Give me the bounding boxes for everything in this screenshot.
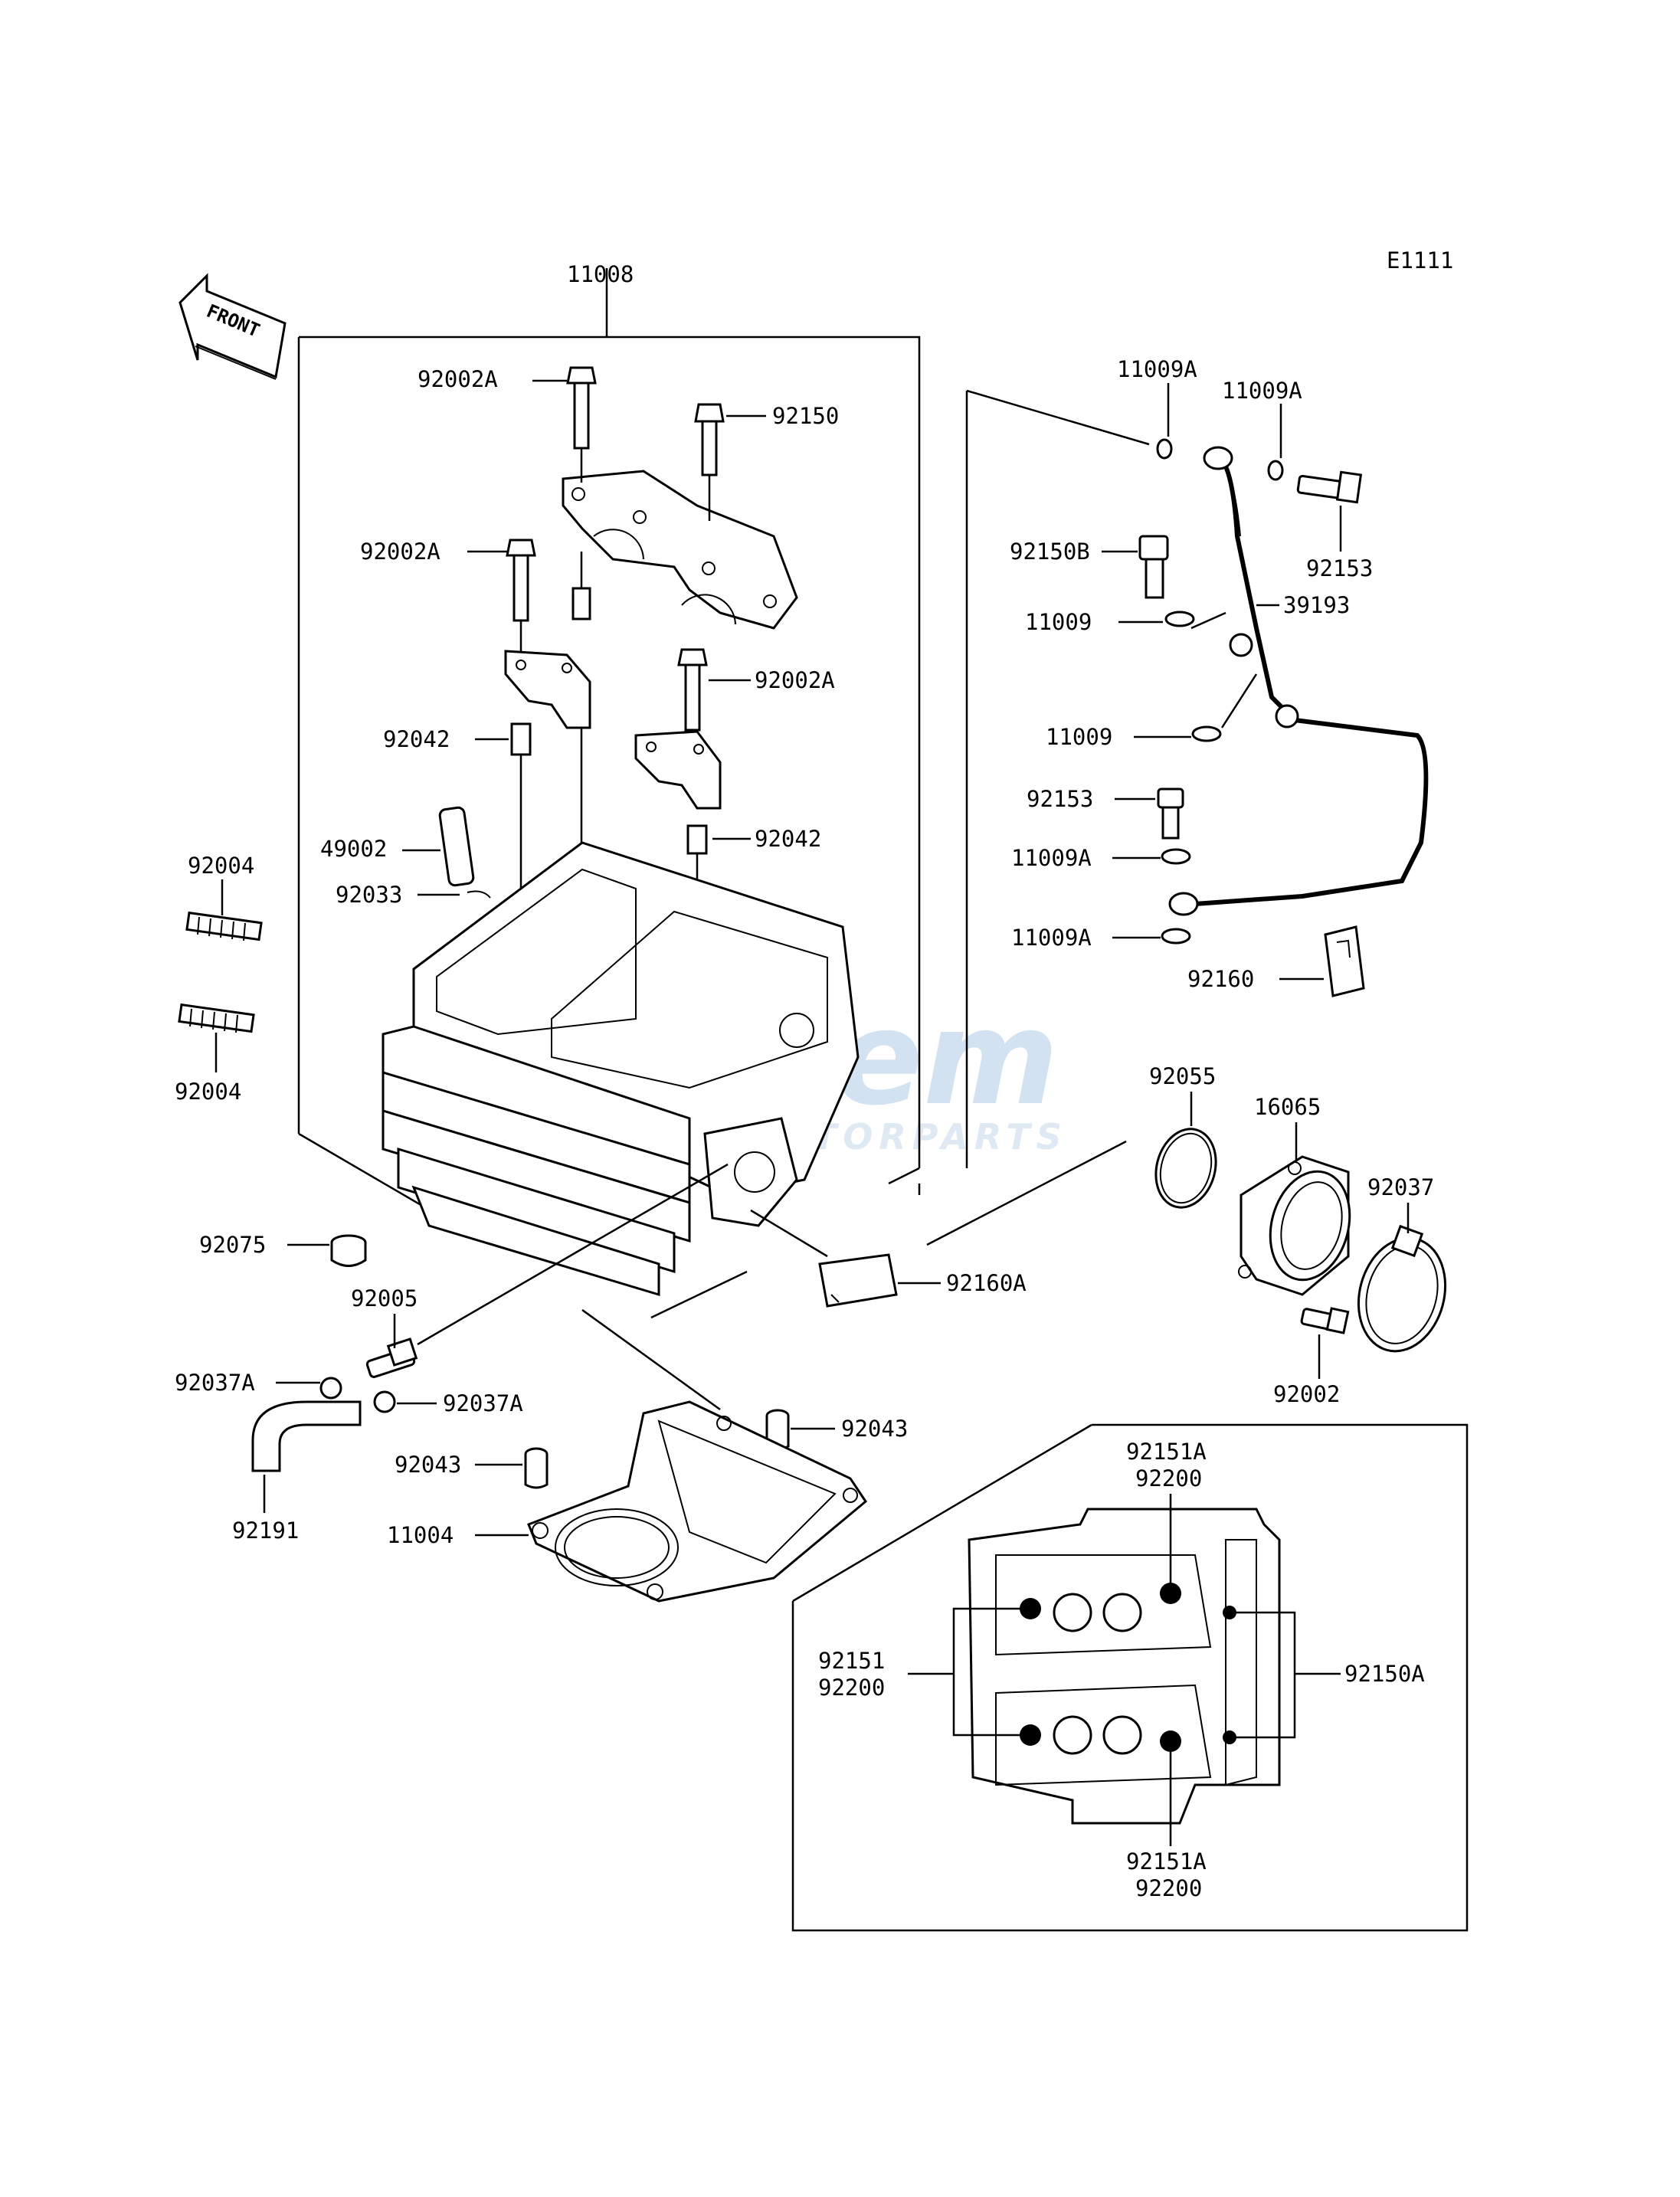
label-92043-right: 92043	[841, 1416, 908, 1442]
label-92153-upper: 92153	[1306, 555, 1373, 581]
bolt-92002A-mid	[506, 539, 536, 651]
rocker-cap-upper	[562, 470, 798, 630]
label-92151-left: 92151	[818, 1648, 885, 1674]
hose-92191	[251, 1400, 362, 1472]
cylinder-head-top-view	[968, 1508, 1281, 1825]
label-92043-left: 92043	[395, 1452, 461, 1478]
label-92037: 92037	[1367, 1174, 1434, 1200]
damper-92160A	[818, 1253, 898, 1308]
o-ring-92055	[1154, 1128, 1217, 1209]
label-92042-left: 92042	[383, 726, 450, 752]
label-92002A-right: 92002A	[755, 667, 835, 693]
label-92153-lower: 92153	[1027, 786, 1093, 812]
washer-11009A-3	[1161, 848, 1191, 865]
clamp-92037	[1357, 1224, 1447, 1353]
label-92200-left: 92200	[818, 1675, 885, 1701]
label-92151A-bottom: 92151A	[1126, 1848, 1207, 1874]
label-92150B: 92150B	[1010, 539, 1090, 565]
stud-92004-upper	[185, 911, 263, 941]
label-92200-bottom: 92200	[1135, 1875, 1202, 1901]
fitting-92005	[365, 1338, 418, 1378]
washer-11009A-4	[1161, 928, 1191, 945]
screw-92002	[1300, 1307, 1350, 1334]
label-11008: 11008	[567, 261, 634, 287]
label-39193: 39193	[1283, 592, 1350, 618]
carburetor-holder-16065	[1238, 1155, 1351, 1296]
label-92005: 92005	[351, 1285, 418, 1311]
clip-92033	[467, 890, 491, 899]
label-92004-upper: 92004	[188, 853, 254, 879]
label-92002A-mid: 92002A	[360, 539, 440, 565]
stud-92004-lower	[178, 1003, 255, 1033]
label-11009A-4: 11009A	[1011, 925, 1092, 951]
label-92037A-right: 92037A	[443, 1390, 523, 1416]
washer-11009-upper	[1164, 611, 1195, 627]
dowel-92042-left	[510, 722, 532, 756]
label-92042-right: 92042	[755, 826, 821, 852]
label-92191: 92191	[232, 1518, 299, 1544]
oil-pipe-39193	[1168, 446, 1429, 916]
label-92002: 92002	[1273, 1381, 1340, 1407]
rocker-shaft-49002	[438, 806, 475, 887]
label-92004-lower: 92004	[175, 1079, 241, 1105]
label-92160A: 92160A	[946, 1270, 1027, 1296]
cap-92075	[330, 1234, 367, 1267]
washer-11009-lower	[1191, 725, 1222, 742]
label-11009A-3: 11009A	[1011, 845, 1092, 871]
washer-11009A-2	[1267, 460, 1284, 481]
head-gasket-11004	[527, 1400, 867, 1603]
label-92150: 92150	[772, 403, 839, 429]
cylinder-head	[382, 841, 860, 1297]
label-11004: 11004	[387, 1522, 454, 1548]
clamp-92037A-right	[373, 1390, 396, 1413]
label-92160: 92160	[1187, 966, 1254, 992]
label-92055: 92055	[1149, 1063, 1216, 1089]
bolt-92153-lower	[1157, 787, 1184, 840]
label-92200-top: 92200	[1135, 1465, 1202, 1491]
rocker-cap-lower	[634, 730, 722, 810]
bolt-pattern-inset-box	[791, 1423, 1469, 1932]
dowel-upper	[571, 587, 591, 620]
label-92151A-top: 92151A	[1126, 1439, 1207, 1465]
bolt-92002A-right	[677, 648, 708, 732]
label-92037A-left: 92037A	[175, 1370, 255, 1396]
bolt-92002A-top	[566, 366, 597, 483]
label-92033: 92033	[336, 882, 402, 908]
bolt-92150	[694, 403, 725, 521]
front-arrow-icon: FRONT	[178, 273, 287, 380]
rocker-cap-middle	[504, 650, 591, 729]
dowel-92043-left	[524, 1447, 549, 1489]
label-11009A-1: 11009A	[1117, 356, 1197, 382]
oil-pipe-group-box	[965, 389, 1150, 1168]
label-92150A: 92150A	[1344, 1661, 1425, 1687]
label-92002A-top: 92002A	[418, 366, 498, 392]
label-16065: 16065	[1254, 1094, 1321, 1120]
label-11009-upper: 11009	[1025, 609, 1092, 635]
label-49002: 49002	[320, 836, 387, 862]
bolt-hole-92151A-upper	[1160, 1583, 1181, 1604]
bolt-92150B	[1138, 535, 1169, 599]
damper-92160	[1324, 925, 1365, 997]
diagram-code: E1111	[1387, 247, 1453, 273]
clamp-92037A-left	[319, 1377, 342, 1400]
bolt-hole-92151A-lower	[1160, 1730, 1181, 1752]
label-11009-lower: 11009	[1046, 724, 1112, 750]
dowel-92042-right	[686, 824, 708, 855]
bolt-92153-upper	[1296, 470, 1363, 504]
washer-11009A-1	[1156, 438, 1173, 460]
label-92075: 92075	[199, 1232, 266, 1258]
label-11009A-2: 11009A	[1222, 378, 1302, 404]
